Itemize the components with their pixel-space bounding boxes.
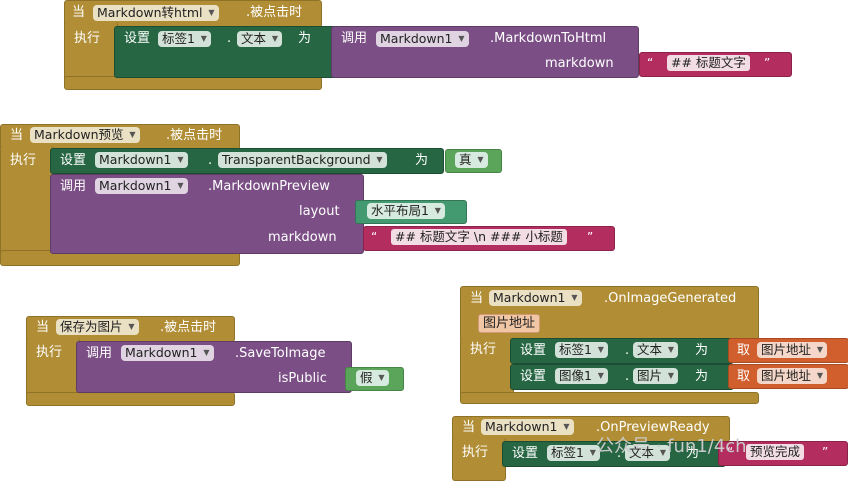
set-label: 设置 xyxy=(520,369,547,384)
arg-label-layout: layout xyxy=(299,204,340,219)
dot-label: . xyxy=(625,343,630,358)
event-parameter[interactable]: 图片地址 xyxy=(478,314,541,333)
property-dropdown[interactable]: 文本▼ xyxy=(237,31,283,47)
event-name: .被点击时 xyxy=(246,5,303,20)
dot-label: . xyxy=(208,153,213,168)
bool-dropdown[interactable]: 真▼ xyxy=(455,152,488,168)
to-label: 为 xyxy=(415,153,429,168)
call-label: 调用 xyxy=(86,346,113,361)
arg-label: markdown xyxy=(545,56,614,71)
text-value[interactable]: ## 标题文字 xyxy=(667,55,750,71)
set-component-dropdown[interactable]: 标签1▼ xyxy=(547,445,600,461)
to-label: 为 xyxy=(695,369,709,384)
event-name: .被点击时 xyxy=(166,128,223,143)
property-dropdown[interactable]: TransparentBackground▼ xyxy=(218,152,387,168)
component-dropdown[interactable]: Markdown预览▼ xyxy=(30,127,140,143)
to-label: 为 xyxy=(298,31,312,46)
set-label: 设置 xyxy=(60,153,87,168)
dot-label: . xyxy=(625,369,630,384)
event-name: .OnImageGenerated xyxy=(604,291,737,306)
component-dropdown[interactable]: Markdown转html▼ xyxy=(93,5,219,21)
do-label: 执行 xyxy=(462,445,489,460)
target-component-dropdown[interactable]: 标签1▼ xyxy=(158,31,211,47)
get-label: 取 xyxy=(737,343,751,358)
call-label: 调用 xyxy=(60,179,87,194)
call-label: 调用 xyxy=(341,31,368,46)
get-label: 取 xyxy=(737,369,751,384)
property-dropdown[interactable]: 文本▼ xyxy=(625,445,671,461)
arg-label: isPublic xyxy=(278,371,327,386)
call-component-dropdown[interactable]: Markdown1▼ xyxy=(121,345,214,361)
do-label: 执行 xyxy=(10,153,37,168)
to-label: 为 xyxy=(686,446,700,461)
event-name: .OnPreviewReady xyxy=(596,420,710,435)
event-name: .被点击时 xyxy=(160,320,217,335)
variable-dropdown[interactable]: 图片地址▼ xyxy=(757,342,828,358)
component-dropdown[interactable]: Markdown1▼ xyxy=(481,419,574,435)
when-label: 当 xyxy=(462,420,476,435)
to-label: 为 xyxy=(695,343,709,358)
when-label: 当 xyxy=(72,5,86,20)
bool-dropdown[interactable]: 假▼ xyxy=(356,370,389,386)
dot-label: . xyxy=(227,31,232,46)
dot-label: . xyxy=(617,446,622,461)
text-value[interactable]: ## 标题文字 \n ### 小标题 xyxy=(391,229,567,245)
do-label: 执行 xyxy=(74,31,101,46)
set-component-dropdown[interactable]: Markdown1▼ xyxy=(95,152,188,168)
variable-dropdown[interactable]: 图片地址▼ xyxy=(757,368,828,384)
set-label: 设置 xyxy=(512,446,539,461)
method-name: .MarkdownToHtml xyxy=(490,31,607,46)
when-label: 当 xyxy=(10,128,24,143)
do-label: 执行 xyxy=(470,342,497,357)
component-dropdown[interactable]: Markdown1▼ xyxy=(489,290,582,306)
set-label: 设置 xyxy=(520,343,547,358)
when-label: 当 xyxy=(36,320,50,335)
property-dropdown[interactable]: 图片▼ xyxy=(633,368,679,384)
watermark: 公众号 · fun1/4ch xyxy=(596,436,747,457)
component-dropdown[interactable]: 保存为图片▼ xyxy=(56,319,139,335)
call-component-dropdown[interactable]: Markdown1▼ xyxy=(95,178,188,194)
text-value[interactable]: 预览完成 xyxy=(746,444,805,460)
arg-label-markdown: markdown xyxy=(268,230,337,245)
set-component-dropdown[interactable]: 标签1▼ xyxy=(555,342,608,358)
layout-dropdown[interactable]: 水平布局1▼ xyxy=(367,203,445,219)
do-label: 执行 xyxy=(36,345,63,360)
method-name: .SaveToImage xyxy=(235,346,326,361)
when-label: 当 xyxy=(470,291,484,306)
set-label: 设置 xyxy=(124,31,151,46)
property-dropdown[interactable]: 文本▼ xyxy=(633,342,679,358)
call-component-dropdown[interactable]: Markdown1▼ xyxy=(376,31,469,47)
method-name: .MarkdownPreview xyxy=(208,179,330,194)
set-component-dropdown[interactable]: 图像1▼ xyxy=(555,368,608,384)
